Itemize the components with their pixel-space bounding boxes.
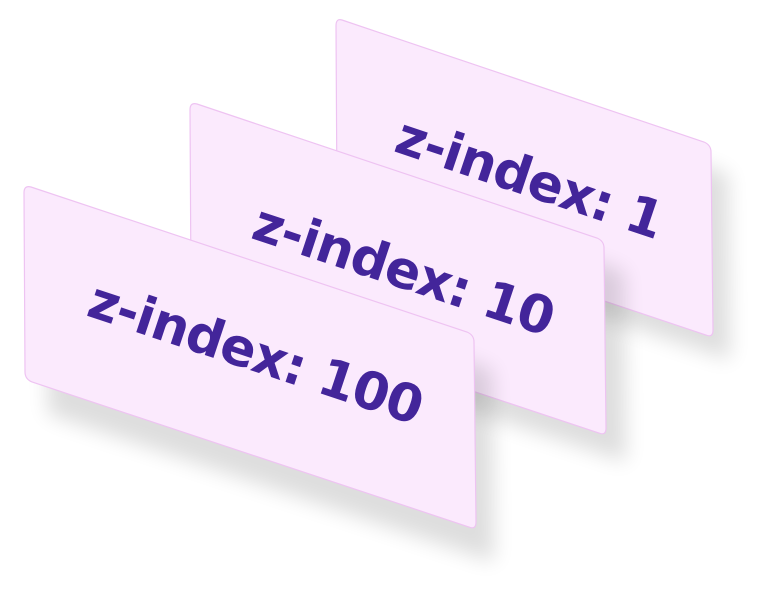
card-panel (335, 19, 714, 337)
card-panel (23, 186, 477, 529)
card-panel (189, 103, 607, 435)
card-z-index-1: z-index: 1 (335, 19, 730, 360)
card-z-index-100: z-index: 100 (23, 186, 494, 562)
